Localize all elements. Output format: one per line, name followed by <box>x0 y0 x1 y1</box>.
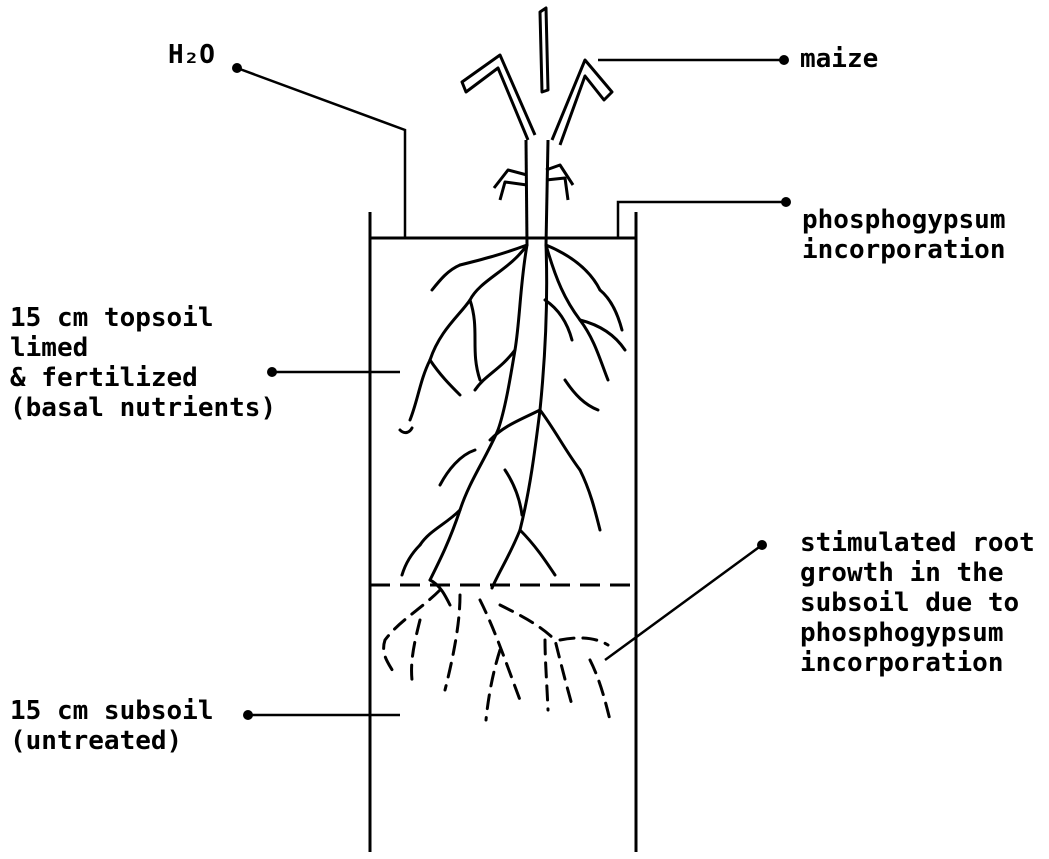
maize-dot <box>779 55 789 65</box>
water-leader <box>237 68 405 238</box>
stimulated-label-line: incorporation <box>800 648 1035 678</box>
subsoil-roots-dashed <box>384 590 610 720</box>
phosphogypsum-dot <box>781 197 791 207</box>
phosphogypsum-label-line: phosphogypsum <box>802 205 1006 235</box>
stimulated-label-line: stimulated root <box>800 528 1035 558</box>
topsoil-roots <box>400 245 625 605</box>
leader-dots <box>232 55 791 720</box>
phosphogypsum-leader <box>618 202 786 238</box>
water-label-text: H₂O <box>168 40 215 70</box>
subsoil-label: 15 cm subsoil (untreated) <box>10 696 214 756</box>
subsoil-dot <box>243 710 253 720</box>
water-label: H₂O <box>168 40 215 70</box>
water-dot <box>232 63 242 73</box>
subsoil-label-line: (untreated) <box>10 726 214 756</box>
leader-lines <box>237 60 786 715</box>
topsoil-label-line: & fertilized <box>10 363 276 393</box>
topsoil-label-line: (basal nutrients) <box>10 393 276 423</box>
phosphogypsum-label-line: incorporation <box>802 235 1006 265</box>
topsoil-label: 15 cm topsoil limed & fertilized (basal … <box>10 303 276 423</box>
phosphogypsum-label: phosphogypsum incorporation <box>802 205 1006 265</box>
stimulated-leader <box>605 545 762 660</box>
topsoil-label-line: limed <box>10 333 276 363</box>
maize-shoot <box>462 8 612 245</box>
topsoil-label-line: 15 cm topsoil <box>10 303 276 333</box>
stimulated-label-line: subsoil due to <box>800 588 1035 618</box>
pot-column <box>370 212 636 852</box>
maize-label-text: maize <box>800 44 878 74</box>
stimulated-label-line: growth in the <box>800 558 1035 588</box>
stimulated-dot <box>757 540 767 550</box>
stimulated-label-line: phosphogypsum <box>800 618 1035 648</box>
subsoil-label-line: 15 cm subsoil <box>10 696 214 726</box>
stimulated-root-label: stimulated root growth in the subsoil du… <box>800 528 1035 678</box>
maize-label: maize <box>800 44 878 74</box>
